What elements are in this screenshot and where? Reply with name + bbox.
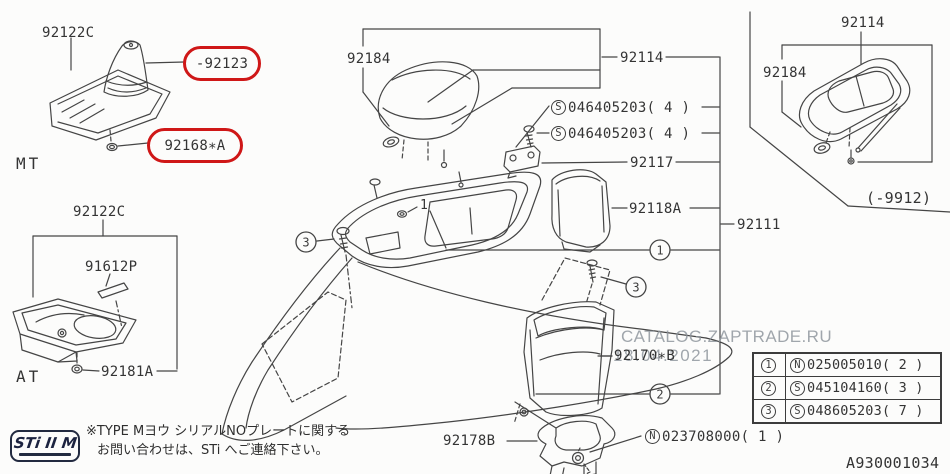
assembly-line-92111 (675, 56, 735, 395)
hardware-code: 023708000 (662, 428, 741, 445)
drawing-number: A930001034 (846, 454, 940, 472)
part-label-92111: 92111 (737, 217, 781, 233)
callout-circle-3-left: 3 (295, 226, 353, 309)
part-label-92117: 92117 (630, 155, 674, 171)
armrest-illustration (362, 28, 720, 169)
table-qty: ( 7 ) (881, 403, 924, 419)
watermark-line1: CATALOG.ZAPTRADE.RU (621, 327, 832, 346)
part-label-92122c-at: 92122C (73, 204, 126, 220)
sti-badge: STi II M (10, 430, 80, 462)
part-label-92114: 92114 (620, 50, 664, 66)
part-label-92184: 92184 (347, 51, 391, 67)
circled-n-icon: N (790, 357, 805, 373)
part-label-92123: -92123 (195, 55, 249, 72)
callout-circle-2: 2 (535, 383, 720, 405)
svg-text:3: 3 (632, 281, 639, 295)
table-code: 045104160 (807, 380, 882, 396)
svg-text:1: 1 (656, 244, 663, 258)
part-label-92114-inset: 92114 (841, 15, 885, 31)
part-label-92122c-mt: 92122C (42, 25, 95, 41)
hardware-qty: ( 4 ) (646, 99, 691, 116)
svg-text:3: 3 (302, 236, 309, 250)
circled-s-icon: S (551, 126, 566, 141)
highlighted-part-92168a[interactable]: 92168∗A (147, 128, 243, 163)
table-qty: ( 2 ) (881, 357, 924, 373)
right-inset-illustration (749, 11, 950, 213)
circled-s-icon: S (790, 380, 805, 396)
part-label-92170b: 92170∗B (614, 348, 676, 364)
cupholder-illustration (551, 169, 628, 253)
hardware-code: 046405203 (568, 99, 647, 116)
watermark-line2: 18.04.2021 (613, 346, 714, 365)
range-label-9912: (-9912) (866, 189, 932, 207)
hinge-illustration (503, 105, 628, 179)
highlighted-part-92123[interactable]: -92123 (183, 46, 261, 81)
part-label-92178b: 92178B (443, 433, 496, 449)
clip-callout-1 (396, 206, 447, 249)
table-code: 025005010 (807, 357, 882, 373)
variant-label-at: AT (16, 367, 42, 386)
sti-badge-text: STi II M (12, 434, 78, 452)
sti-badge-bar (19, 453, 71, 456)
part-label-92181a: 92181A (101, 364, 154, 380)
svg-text:2: 2 (656, 388, 663, 402)
circled-number-icon: 3 (761, 403, 776, 419)
hardware-qty: ( 4 ) (646, 125, 691, 142)
circled-s-icon: S (551, 100, 566, 115)
circled-n-icon: N (645, 429, 660, 444)
circled-number-icon: 2 (761, 380, 776, 396)
note-line2: お問い合わせは、STi へご連絡下さい。 (97, 443, 329, 458)
part-label-92118a: 92118A (629, 201, 682, 217)
part-label-92168a: 92168∗A (164, 137, 226, 154)
console-body-illustration (221, 171, 733, 441)
part-label-92184-inset: 92184 (763, 65, 807, 81)
callout-1-text: 1 (420, 198, 428, 213)
variant-label-mt: MT (16, 154, 42, 173)
pocket-illustration (513, 257, 615, 425)
bracket-illustration (506, 415, 642, 474)
callout-circle-3-right: 3 (585, 259, 647, 305)
note-line1: ※TYPE Mヨウ シリアルNOプレートに関する (86, 424, 351, 439)
circled-number-icon: 1 (761, 357, 776, 373)
circled-s-icon: S (790, 403, 805, 419)
table-qty: ( 3 ) (881, 380, 924, 396)
at-plate-illustration (12, 219, 178, 374)
hardware-qty: ( 1 ) (740, 428, 785, 445)
part-label-91612p: 91612P (85, 259, 138, 275)
hardware-code: 046405203 (568, 125, 647, 142)
table-code: 048605203 (807, 403, 882, 419)
callout-circle-1: 1 (445, 239, 720, 261)
mt-boot-illustration (49, 37, 185, 152)
